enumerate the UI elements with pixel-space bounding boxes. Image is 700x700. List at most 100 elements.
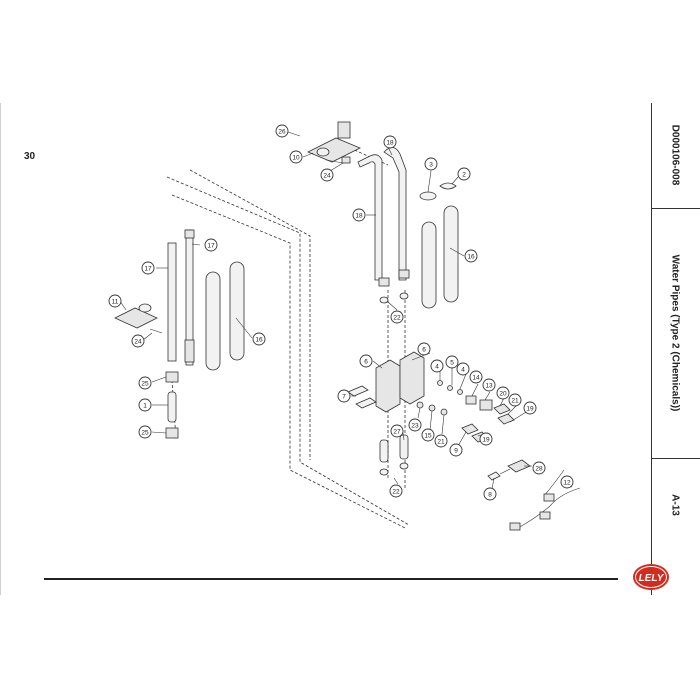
callout-6-right: 6 bbox=[417, 342, 431, 356]
seal-21 bbox=[440, 408, 448, 416]
valve-block-6-a bbox=[375, 359, 401, 413]
tube-16-c bbox=[421, 221, 437, 309]
pipe-27-a bbox=[379, 439, 389, 463]
leader-lines bbox=[119, 131, 573, 490]
page-number: 30 bbox=[24, 151, 36, 162]
svg-text:8: 8 bbox=[488, 492, 492, 499]
bolt-24 bbox=[149, 328, 163, 334]
oring-22-b bbox=[399, 292, 409, 300]
bracket-tab bbox=[337, 121, 351, 139]
bracket-hole bbox=[138, 303, 152, 313]
ball-4-b bbox=[457, 389, 463, 395]
oring-22-d bbox=[399, 462, 409, 470]
tube-16-d bbox=[443, 205, 459, 303]
callout-20: 20 bbox=[496, 386, 510, 400]
clip-2 bbox=[439, 182, 457, 190]
svg-text:21: 21 bbox=[511, 398, 519, 405]
callout-18: 18 bbox=[352, 208, 366, 222]
callout-18-top: 18 bbox=[383, 135, 397, 149]
callout-14: 14 bbox=[469, 370, 483, 384]
document-code: D000106-008 bbox=[669, 124, 681, 186]
svg-text:14: 14 bbox=[472, 375, 480, 382]
callout-17-left: 17 bbox=[141, 261, 155, 275]
svg-text:27: 27 bbox=[393, 429, 401, 436]
svg-text:28: 28 bbox=[535, 466, 543, 473]
cable-8 bbox=[499, 468, 511, 475]
callout-19-bottom: 19 bbox=[479, 432, 493, 446]
callout-9: 9 bbox=[449, 443, 463, 457]
logo-text: LELY bbox=[639, 573, 665, 584]
svg-text:25: 25 bbox=[141, 381, 149, 388]
oring-22-a bbox=[379, 296, 389, 304]
pipe-fitting bbox=[184, 229, 195, 239]
sidebar-divider bbox=[651, 458, 700, 459]
nipple-14 bbox=[465, 395, 477, 405]
callout-23: 23 bbox=[408, 418, 422, 432]
svg-text:6: 6 bbox=[422, 347, 426, 354]
svg-text:17: 17 bbox=[144, 266, 152, 273]
sensor-assembly bbox=[487, 459, 581, 531]
callout-21-bottom: 21 bbox=[434, 434, 448, 448]
assembly-dash-lines bbox=[166, 147, 410, 529]
svg-text:7: 7 bbox=[342, 394, 346, 401]
page-reference: A-13 bbox=[669, 494, 681, 516]
valve-block-6-b bbox=[399, 351, 425, 405]
callout-16-right: 16 bbox=[464, 249, 478, 263]
svg-text:3: 3 bbox=[429, 162, 433, 169]
svg-text:22: 22 bbox=[393, 315, 401, 322]
callout-3: 3 bbox=[424, 157, 438, 171]
svg-text:17: 17 bbox=[207, 243, 215, 250]
callout-12: 12 bbox=[560, 475, 574, 489]
tube-16-a bbox=[205, 271, 221, 371]
callout-10: 10 bbox=[289, 150, 303, 164]
callout-2: 2 bbox=[457, 167, 471, 181]
svg-text:4: 4 bbox=[435, 364, 439, 371]
bracket-10 bbox=[307, 137, 361, 163]
plug-12-b bbox=[509, 522, 521, 531]
pipe-27-b bbox=[399, 434, 409, 460]
valve-block-assembly bbox=[347, 351, 515, 476]
plug-12-c bbox=[539, 511, 551, 520]
svg-text:15: 15 bbox=[424, 433, 432, 440]
plate-7-a bbox=[347, 385, 369, 397]
plate-7-b bbox=[355, 397, 377, 409]
connector-8 bbox=[487, 471, 501, 481]
svg-text:26: 26 bbox=[278, 129, 286, 136]
callout-19-right: 19 bbox=[523, 401, 537, 415]
nut bbox=[341, 156, 351, 164]
logo-oval bbox=[633, 564, 669, 590]
ball-4-a bbox=[437, 380, 443, 386]
pipe-fitting-lower bbox=[184, 339, 195, 363]
callout-4-top: 4 bbox=[430, 359, 444, 373]
callout-15: 15 bbox=[421, 428, 435, 442]
svg-text:6: 6 bbox=[364, 359, 368, 366]
svg-text:12: 12 bbox=[563, 480, 571, 487]
svg-text:13: 13 bbox=[485, 383, 493, 390]
svg-text:22: 22 bbox=[392, 489, 400, 496]
washer-3 bbox=[419, 191, 437, 201]
ball-5 bbox=[447, 385, 453, 391]
svg-text:16: 16 bbox=[255, 337, 263, 344]
svg-text:23: 23 bbox=[411, 423, 419, 430]
callout-6-left: 6 bbox=[359, 354, 373, 368]
svg-text:24: 24 bbox=[134, 339, 142, 346]
callout-5: 5 bbox=[445, 355, 459, 369]
left-pipe-assembly bbox=[114, 229, 245, 439]
callout-27: 27 bbox=[390, 424, 404, 438]
svg-text:19: 19 bbox=[482, 437, 490, 444]
seal-15 bbox=[428, 404, 436, 412]
tube-16-b bbox=[229, 261, 245, 361]
callout-1: 1 bbox=[138, 398, 152, 412]
section-title: Water Pipes (Type 2 (Chemicals)) bbox=[669, 254, 681, 412]
footer-rule bbox=[44, 578, 618, 580]
svg-text:5: 5 bbox=[450, 360, 454, 367]
callouts: 26 10 24 18 3 2 18 16 17 17 11 24 16 25 … bbox=[108, 124, 574, 501]
callout-11: 11 bbox=[108, 294, 122, 308]
sidebar-rule bbox=[651, 103, 652, 595]
oring-22-c bbox=[379, 468, 389, 476]
pipe-17-left bbox=[167, 242, 177, 362]
cable-12-a bbox=[517, 487, 581, 529]
bracket-11 bbox=[114, 307, 158, 329]
callout-16-left: 16 bbox=[252, 332, 266, 346]
